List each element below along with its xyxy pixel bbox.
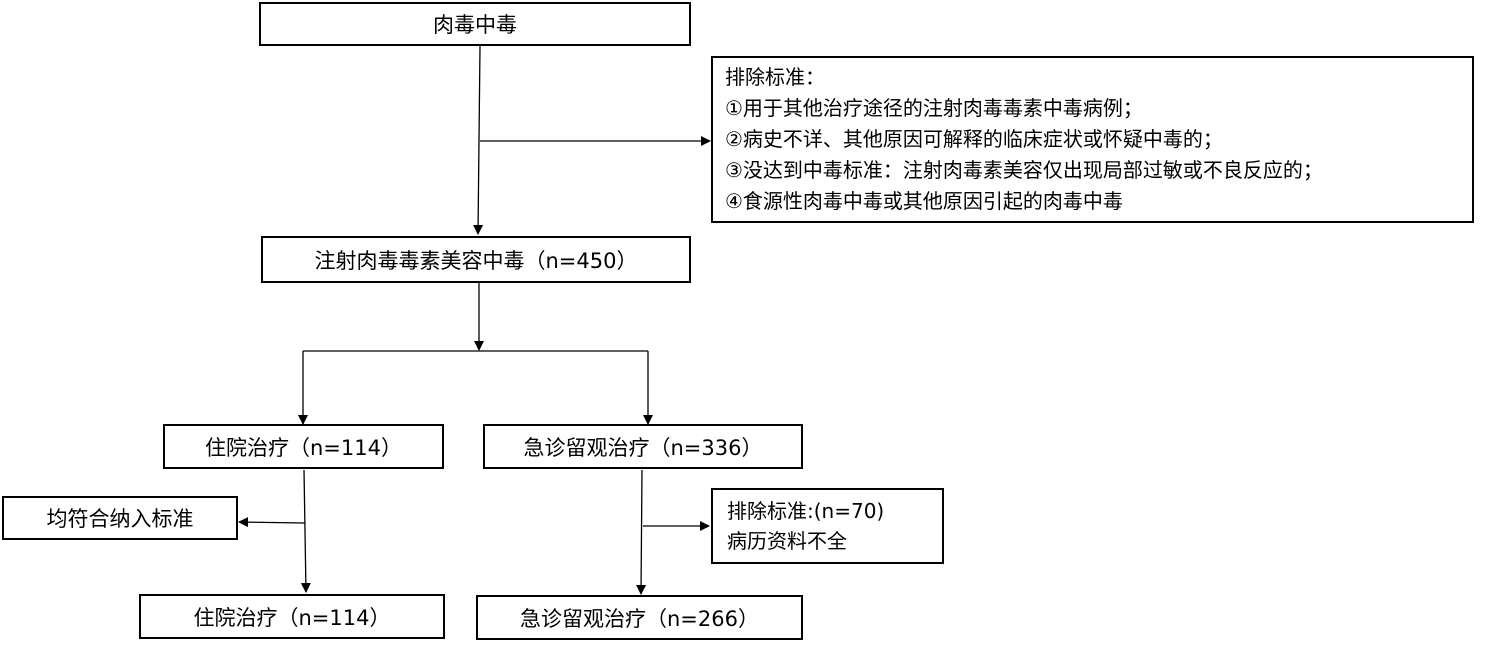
exclusion-box-er: 排除标准:(n=70) 病历资料不全 [711,488,944,564]
node-emergency-final: 急诊留观治疗（n=266） [476,595,803,640]
node-inpatient-final: 住院治疗（n=114） [139,594,445,639]
node-emergency: 急诊留观治疗（n=336） [483,424,803,469]
node-root: 肉毒中毒 [259,2,691,46]
arrow-to-all-meet [238,517,306,528]
exclusion-box-top: 排除标准： ①用于其他治疗途径的注射肉毒毒素中毒病例； ②病史不详、其他原因可解… [711,56,1474,223]
arrow-root-to-cohort [473,45,484,235]
exclusion-top-item-3: ③没达到中毒标准：注射肉毒素美容仅出现局部过敏或不良反应的； [725,158,1323,182]
node-inpatient: 住院治疗（n=114） [163,424,444,469]
exclusion-top-item-2: ②病史不详、其他原因可解释的临床症状或怀疑中毒的； [725,127,1223,151]
exclusion-top-title: 排除标准： [725,65,825,89]
exclusion-top-item-1: ①用于其他治疗途径的注射肉毒毒素中毒病例； [725,96,1143,120]
arrow-inpatient-to-final [300,469,311,593]
exclusion-er-title: 排除标准:(n=70) [727,499,885,523]
exclusion-top-item-4: ④食源性肉毒中毒或其他原因引起的肉毒中毒 [725,189,1123,213]
exclusion-er-detail: 病历资料不全 [727,529,847,553]
arrow-emergency-to-final [636,469,647,595]
node-cohort: 注射肉毒毒素美容中毒（n=450） [261,236,691,283]
node-all-meet-criteria: 均符合纳入标准 [2,496,238,540]
